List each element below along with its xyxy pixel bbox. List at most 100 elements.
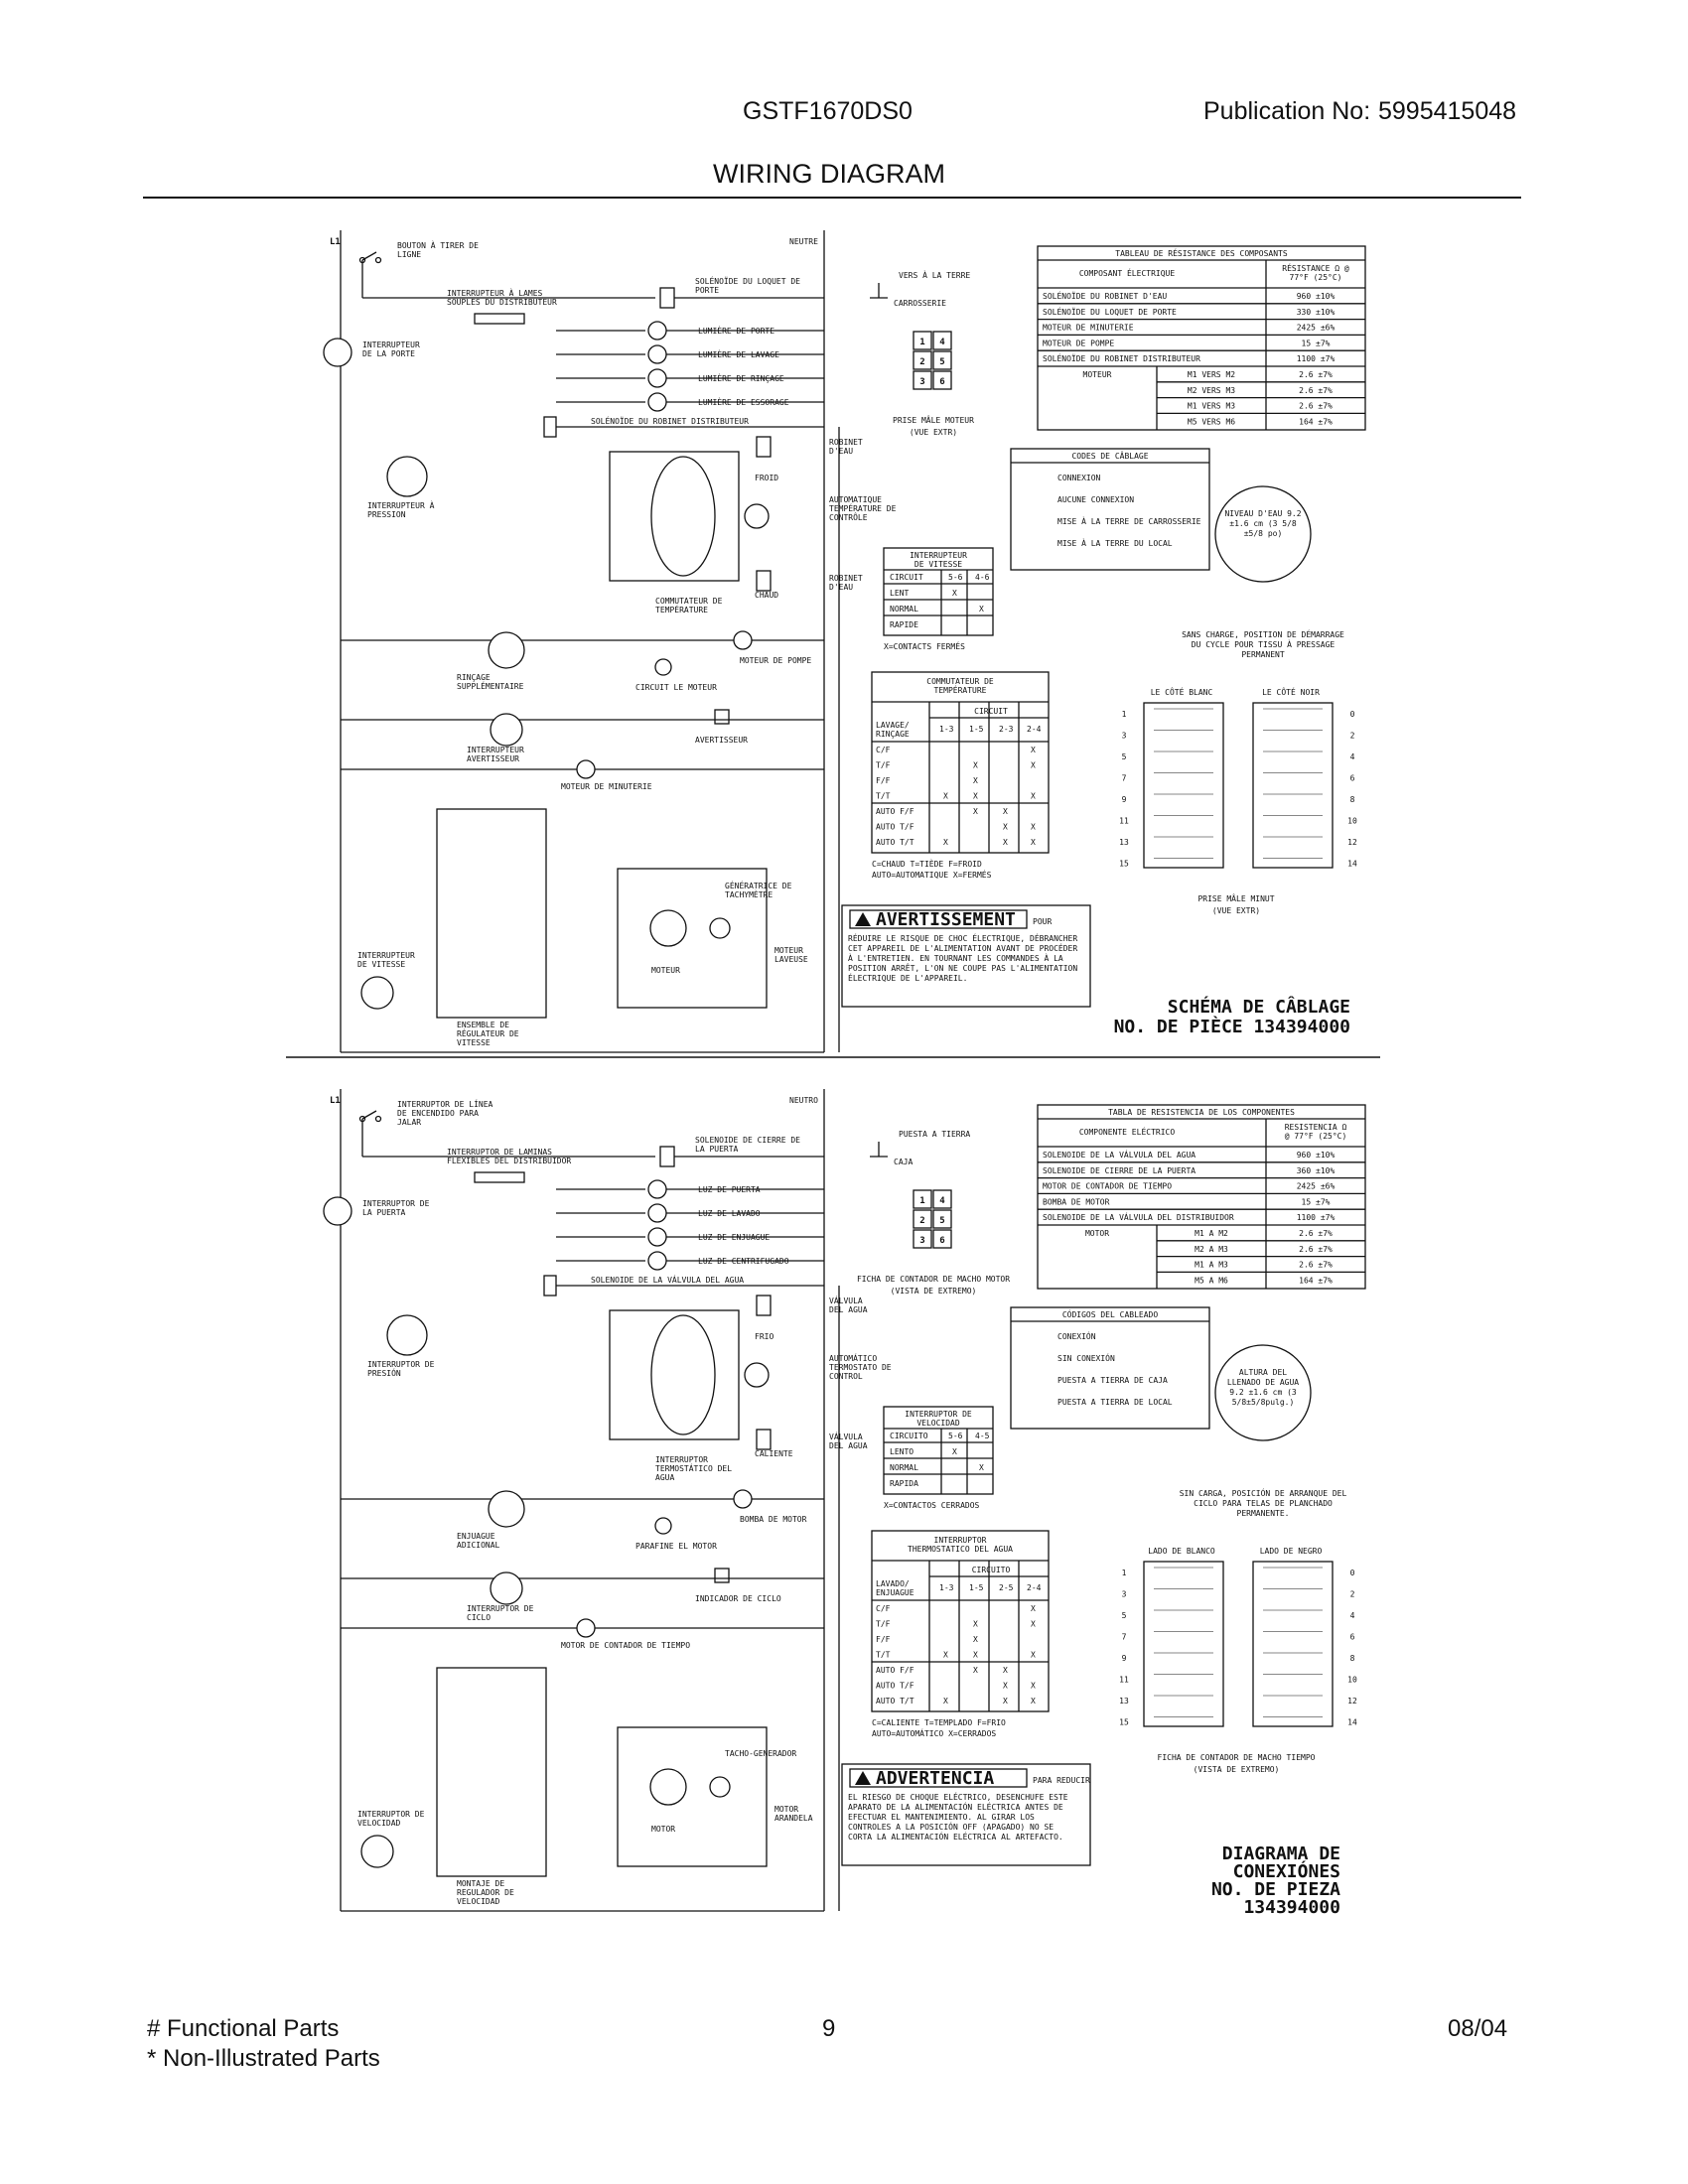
temp-table-cell: X xyxy=(973,776,978,785)
speed-table-header: CIRCUIT xyxy=(890,573,923,582)
speed-control-label: RÉGULATEUR DE xyxy=(457,1027,519,1038)
temp-table-cell: X xyxy=(1031,1682,1036,1691)
resistance-table-title: TABLEAU DE RÉSISTANCE DES COMPOSANTS xyxy=(1115,247,1288,258)
temp-table-cell: X xyxy=(973,807,978,816)
speed-control-module xyxy=(436,1667,547,1877)
temp-table-header: ENJUAGUE xyxy=(876,1588,914,1597)
temp-table-cell: X xyxy=(1031,838,1036,847)
resistance-component: MOTEUR xyxy=(1083,370,1112,379)
speed-table-cell: X xyxy=(979,1463,984,1472)
temp-table-title: TEMPÉRATURE xyxy=(934,684,987,695)
warning-triangle-icon xyxy=(855,1771,871,1785)
door-lock-solenoid-icon xyxy=(659,287,675,309)
plug-pin-number: 2 xyxy=(919,1216,924,1226)
resistance-pair: M5 VERS M6 xyxy=(1188,417,1235,426)
timer-pin-number: 6 xyxy=(1350,774,1355,783)
resistance-value: 2.6 ±7% xyxy=(1299,402,1333,411)
temp-table-cell: X xyxy=(973,1635,978,1644)
temp-table-cell: T/T xyxy=(876,1651,891,1660)
speed-control-label: VITESSE xyxy=(457,1038,491,1047)
timer-pin-number: 10 xyxy=(1347,817,1357,826)
plug-pin-number: 4 xyxy=(939,1196,945,1206)
temp-table-cell: X xyxy=(943,1697,948,1706)
water-valve-label: VÁLVULA xyxy=(829,1295,863,1305)
temp-switch-label: TEMPÉRATURE xyxy=(655,604,708,614)
extra-rinse-icon xyxy=(488,1490,525,1528)
door-interrupter-icon xyxy=(323,338,352,367)
tachometer-label: TACHO-GENERADOR xyxy=(725,1749,796,1758)
resistance-value: 2.6 ±7% xyxy=(1299,1261,1333,1270)
water-valve-cold-icon xyxy=(756,1295,772,1316)
motor-box xyxy=(617,868,768,1009)
tachometer-label: GÉNÉRATRICE DE xyxy=(725,880,792,890)
plug-pin-number: 5 xyxy=(939,1216,944,1226)
door-interrupter-icon xyxy=(323,1196,352,1226)
buzzer-switch-label: AVERTISSEUR xyxy=(467,754,519,763)
speed-table-cell: X xyxy=(952,589,957,598)
water-level-label: ±1.6 cm (3 5/8 xyxy=(1229,519,1297,528)
washer-motor-label: MOTEUR xyxy=(774,946,803,955)
cold-label: FROID xyxy=(755,474,778,482)
indicator-light-icon xyxy=(647,1251,667,1271)
line-label: L1 xyxy=(330,237,341,247)
timer-plug-caption: PRISE MÂLE MINUT xyxy=(1197,892,1274,903)
temp-table-cell: X xyxy=(1031,761,1036,770)
timer-pin-number: 1 xyxy=(1122,710,1127,719)
temp-table-title: COMMUTATEUR DE xyxy=(926,677,994,686)
resistance-value: 960 ±10% xyxy=(1297,1151,1336,1160)
plug-pin xyxy=(932,350,952,370)
speed-table-cell: NORMAL xyxy=(890,1463,918,1472)
speed-control-module xyxy=(436,808,547,1019)
schema-part-number: NO. DE PIÈCE 134394000 xyxy=(1114,1016,1350,1037)
temp-table-header: 1-5 xyxy=(969,725,984,734)
warning-lead: POUR xyxy=(1033,917,1052,926)
temp-table-header: LAVADO/ xyxy=(876,1579,910,1588)
speed-switch-label: DE VITESSE xyxy=(357,960,405,969)
page-title: WIRING DIAGRAM xyxy=(713,159,945,189)
indicator-light-label: LUZ DE ENJUAGUE xyxy=(698,1233,770,1242)
pressure-switch-icon xyxy=(386,1314,428,1356)
door-lock-solenoid-label: SOLENOIDE DE CIERRE DE xyxy=(695,1136,800,1145)
timer-pin-number: 0 xyxy=(1350,710,1355,719)
timer-pin-number: 3 xyxy=(1122,732,1127,741)
plug-pin-number: 1 xyxy=(919,1196,924,1206)
temp-table-cell: AUTO F/F xyxy=(876,807,914,816)
temp-switch-box xyxy=(609,1309,740,1440)
door-interrupter-label: LA PUERTA xyxy=(362,1208,406,1217)
warning-text: POSITION ARRÊT, L'ON NE COUPE PAS L'ALIM… xyxy=(848,962,1077,973)
schema-part-label: NO. DE PIEZA xyxy=(1211,1879,1340,1900)
wiring-code-item: MISE À LA TERRE DU LOCAL xyxy=(1057,537,1173,548)
schema-title: CONEXIÓNES xyxy=(1233,1860,1340,1882)
pull-button-label: INTERRUPTOR DE LÍNEA xyxy=(397,1098,493,1109)
plug-pin xyxy=(932,1189,952,1209)
speed-switch-label: INTERRUPTOR DE xyxy=(357,1810,425,1819)
water-level-icon xyxy=(1214,1344,1312,1441)
warning-lead: PARA REDUCIR xyxy=(1033,1776,1090,1785)
resistance-pair: M1 VERS M3 xyxy=(1188,402,1235,411)
switch-contact xyxy=(374,1115,382,1123)
switch-contact xyxy=(374,256,382,264)
buzzer-switch-label: INTERRUPTEUR xyxy=(467,746,524,754)
door-interrupter-label: DE LA PORTE xyxy=(362,349,415,358)
pressure-switch-label: INTERRUPTEUR À xyxy=(367,499,435,510)
timer-pin-number: 2 xyxy=(1350,732,1355,741)
resistance-component: SOLÉNOÏDE DU ROBINET DISTRIBUTEUR xyxy=(1043,352,1200,363)
timer-pin-number: 9 xyxy=(1122,1654,1127,1663)
warning-text: EL RIESGO DE CHOQUE ELÉCTRICO, DESENCHUF… xyxy=(848,1791,1068,1802)
speed-switch-label: VELOCIDAD xyxy=(357,1819,401,1828)
buzzer-label: AVERTISSEUR xyxy=(695,736,748,745)
timer-plug-left xyxy=(1143,1561,1224,1727)
timer-motor-label: MOTOR DE CONTADOR DE TIEMPO xyxy=(561,1641,690,1650)
pump-motor-label: MOTEUR DE POMPE xyxy=(740,656,811,665)
warning-badge: AVERTISSEMENT xyxy=(876,909,1016,930)
resistance-value: 2.6 ±7% xyxy=(1299,370,1333,379)
timer-pin-number: 6 xyxy=(1350,1633,1355,1642)
timer-pin-number: 14 xyxy=(1347,860,1357,869)
motor-start-icon xyxy=(654,658,672,676)
speed-table xyxy=(883,547,994,636)
resistance-component: SOLENOIDE DE LA VÁLVULA DEL AGUA xyxy=(1043,1149,1196,1160)
speed-table-header: 4-6 xyxy=(975,573,990,582)
warning-triangle-icon xyxy=(855,912,871,926)
temp-switch-label: INTERRUPTOR xyxy=(655,1455,708,1464)
non-illustrated-parts-note: * Non-Illustrated Parts xyxy=(147,2045,380,2072)
